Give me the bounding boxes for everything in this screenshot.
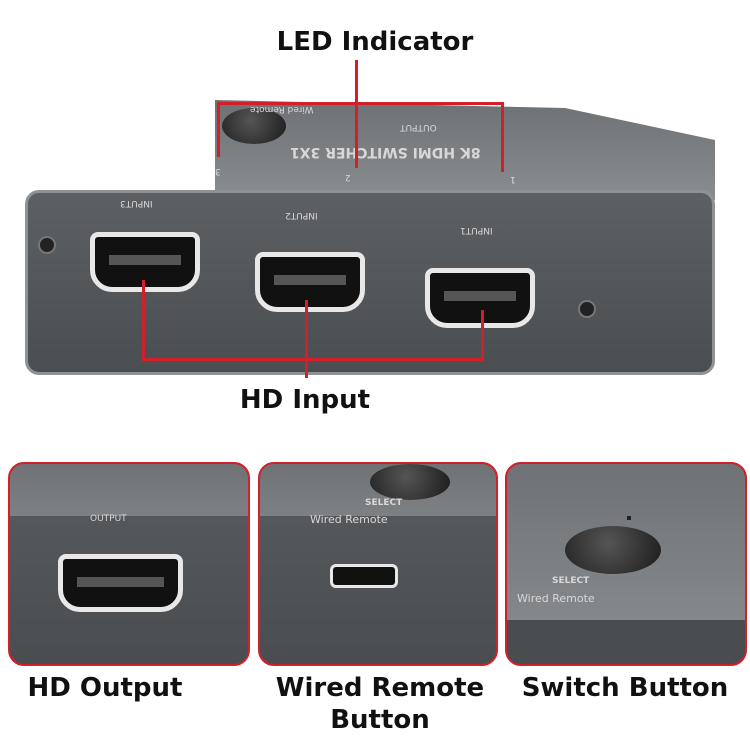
input2-print: INPUT2	[285, 210, 318, 220]
select-knob-detail	[370, 464, 450, 500]
led-number-2: 2	[345, 172, 351, 182]
hdmi-input2-port	[255, 252, 365, 312]
led-number-1: 1	[510, 174, 516, 184]
screw-right	[578, 300, 596, 318]
led-line-left	[217, 102, 220, 157]
wired-remote-print: Wired Remote	[250, 104, 314, 114]
output-print-detail: OUTPUT	[90, 514, 127, 524]
wired-remote-print-detail: Wired Remote	[310, 513, 388, 526]
wired-remote-print-switch: Wired Remote	[517, 592, 595, 605]
hdmi-input3-port	[90, 232, 200, 292]
led-line-center	[355, 60, 358, 168]
wired-remote-label-line2: Button	[330, 705, 430, 735]
led-number-3: 3	[215, 166, 221, 176]
output-print: OUTPUT	[400, 122, 437, 132]
micro-usb-port	[330, 564, 398, 588]
input-line-horizontal	[142, 358, 484, 361]
screw-left	[38, 236, 56, 254]
hdmi-output-port	[58, 554, 183, 612]
input1-print: INPUT1	[460, 225, 493, 235]
wired-remote-label-line1: Wired Remote	[275, 673, 485, 703]
hd-output-label: HD Output	[27, 673, 183, 703]
hd-input-label: HD Input	[239, 385, 371, 415]
model-print: 8K HDMI SWITCHER 3X1	[290, 144, 481, 160]
input-line-right	[481, 310, 484, 360]
wired-remote-button-label: Wired Remote Button	[265, 672, 495, 736]
panel-hd-output: OUTPUT	[8, 462, 250, 666]
switch-button-label: Switch Button	[521, 673, 729, 703]
switch-button-knob[interactable]	[565, 526, 661, 574]
input-line-center	[305, 300, 308, 378]
led-indicator-label: LED Indicator	[276, 27, 474, 57]
hdmi-input1-port	[425, 268, 535, 328]
led-line-horizontal	[217, 102, 503, 105]
led-line-right	[501, 102, 504, 172]
select-knob	[222, 108, 286, 144]
panel-wired-remote: SELECT Wired Remote	[258, 462, 498, 666]
input-line-left	[142, 280, 145, 360]
led-detail	[627, 516, 631, 520]
select-print: SELECT	[365, 498, 403, 508]
panel-switch-button: SELECT Wired Remote	[505, 462, 747, 666]
select-print-switch: SELECT	[552, 576, 590, 586]
input3-print: INPUT3	[120, 198, 153, 208]
